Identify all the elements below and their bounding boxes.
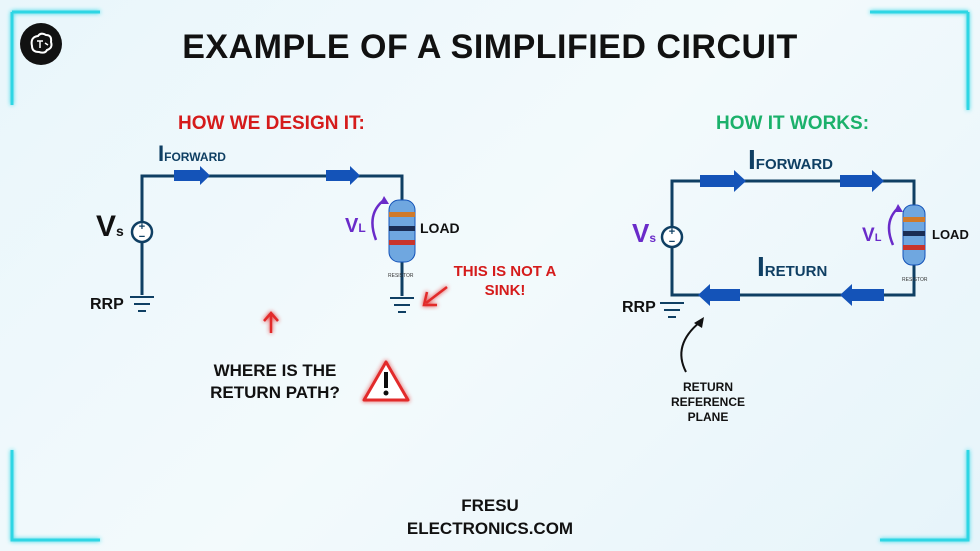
right-plane-label: RETURN REFERENCE PLANE xyxy=(660,380,756,425)
left-load-label: LOAD xyxy=(420,220,460,236)
left-vl-arrow xyxy=(371,199,385,241)
right-vs-letter: V xyxy=(632,218,650,248)
left-forward-arrow-1 xyxy=(174,166,210,185)
right-plane-line1: RETURN xyxy=(683,380,733,394)
frame-corner-bottom-left xyxy=(10,450,100,542)
footer-line2: ELECTRONICS.COM xyxy=(406,519,574,538)
right-i-fwd-letter: I xyxy=(748,144,756,175)
right-rrp-ground xyxy=(660,302,684,318)
page-title: EXAMPLE OF A SIMPLIFIED CIRCUIT xyxy=(182,28,798,66)
right-vl-label: VL xyxy=(862,225,881,247)
left-i-letter: I xyxy=(158,141,165,166)
left-rrp-ground xyxy=(130,296,154,312)
left-circuit: + − xyxy=(130,166,448,402)
svg-text:+: + xyxy=(139,221,145,233)
right-resistor xyxy=(902,204,926,266)
left-resistor xyxy=(388,199,416,263)
left-sink-pointer-arrow xyxy=(422,286,448,307)
left-vl-sub: L xyxy=(358,221,366,235)
left-voltage-source xyxy=(130,220,154,244)
left-sink-note-line2: SINK! xyxy=(484,282,526,299)
left-rrp-label: RRP xyxy=(90,296,124,313)
right-vl-sub: L xyxy=(874,232,882,244)
right-plane-line2: REFERENCE xyxy=(670,395,745,409)
right-i-ret-sub: RETURN xyxy=(764,263,828,280)
right-forward-wire xyxy=(670,179,916,227)
right-resistor-label: RESISTOR xyxy=(902,277,928,283)
left-vs-sub: s xyxy=(116,223,124,239)
left-i-sub: FORWARD xyxy=(164,150,226,164)
svg-text:+: + xyxy=(669,226,675,238)
right-circuit: + − xyxy=(660,170,926,373)
svg-text:−: − xyxy=(669,236,675,248)
left-vl-letter: V xyxy=(345,215,359,237)
svg-text:−: − xyxy=(139,231,145,243)
left-question-line1: WHERE IS THE xyxy=(213,361,337,380)
left-heading: HOW WE DESIGN IT: xyxy=(178,113,365,134)
left-question: WHERE IS THE RETURN PATH? xyxy=(202,360,348,404)
left-vs-label: Vs xyxy=(96,210,124,244)
left-question-line2: RETURN PATH? xyxy=(210,383,340,402)
left-forward-arrow-2 xyxy=(326,166,360,185)
right-vl-arrow xyxy=(887,207,899,246)
right-vs-label: Vs xyxy=(632,218,656,249)
right-load-label: LOAD xyxy=(932,227,969,242)
right-heading: HOW IT WORKS: xyxy=(716,113,870,134)
right-i-return-label: IRETURN xyxy=(757,251,827,283)
right-return-arrow-2 xyxy=(698,284,740,306)
right-forward-arrow-1 xyxy=(700,170,746,192)
frame-corner-bottom-right xyxy=(880,450,970,542)
right-forward-arrow-2 xyxy=(840,170,884,192)
right-plane-pointer-arrow xyxy=(680,321,701,373)
right-plane-line3: PLANE xyxy=(687,410,729,424)
left-i-forward-label: IFORWARD xyxy=(158,141,226,167)
right-i-ret-letter: I xyxy=(757,251,765,282)
left-sink-note: THIS IS NOT A SINK! xyxy=(440,262,570,300)
right-voltage-source xyxy=(660,225,684,249)
left-resistor-label: RESISTOR xyxy=(388,273,414,279)
right-return-arrow-1 xyxy=(840,284,884,306)
left-vl-label: VL xyxy=(345,215,366,238)
left-up-arrow xyxy=(263,311,279,333)
left-load-ground xyxy=(390,297,414,313)
right-i-fwd-sub: FORWARD xyxy=(755,156,834,173)
footer-line1: FRESU xyxy=(461,496,519,515)
right-vs-sub: s xyxy=(649,231,657,245)
frame-corners xyxy=(10,10,970,542)
brain-logo-icon xyxy=(20,23,62,65)
right-vl-letter: V xyxy=(862,225,875,246)
left-sink-note-line1: THIS IS NOT A xyxy=(453,263,557,280)
footer-brand: FRESU ELECTRONICS.COM xyxy=(0,494,980,540)
right-i-forward-label: IFORWARD xyxy=(748,144,833,176)
right-rrp-label: RRP xyxy=(622,299,656,316)
left-forward-wire xyxy=(140,174,404,222)
left-vs-letter: V xyxy=(96,210,117,243)
warning-icon xyxy=(362,360,410,402)
frame-corner-top-right xyxy=(870,10,970,110)
right-return-wire xyxy=(670,247,916,297)
frame-corner-top-left xyxy=(10,10,100,105)
